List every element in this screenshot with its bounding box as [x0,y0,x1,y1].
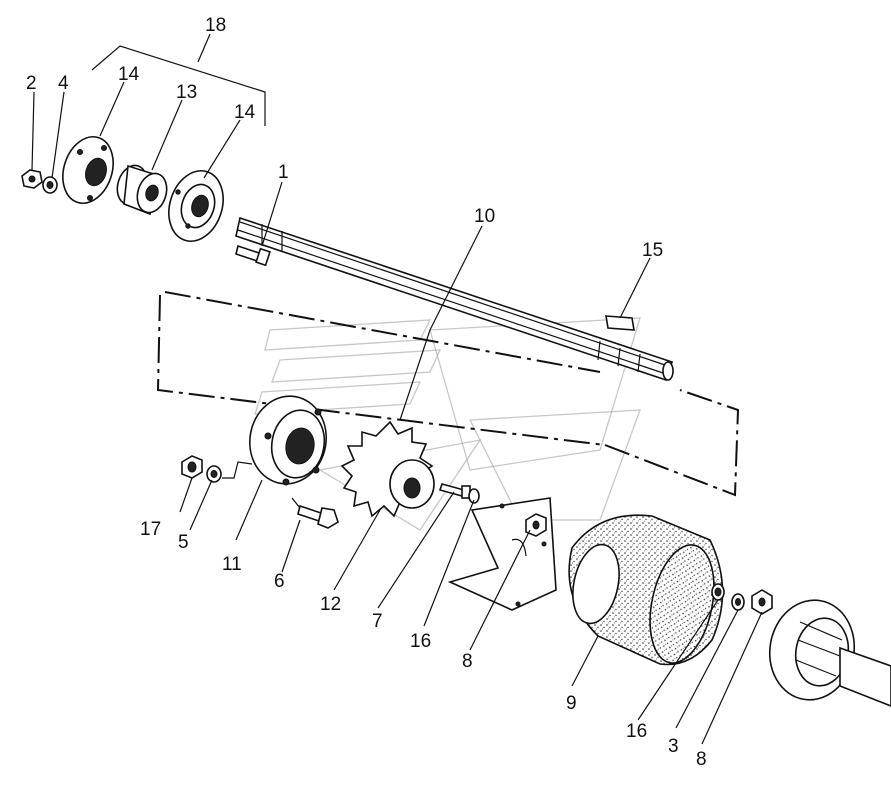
washer-part-3 [731,593,745,611]
bearing-part-13 [116,164,168,216]
assembly-line-6 [291,497,301,509]
shaft-part-10 [235,216,674,382]
kit-bracket [91,45,266,126]
callout-12: 12 [320,594,341,615]
nut-part-8b [751,589,773,615]
leader-lines [31,81,763,745]
bolt-part-1 [235,244,271,267]
screw-part-7 [438,483,471,499]
callout-7: 7 [372,611,383,632]
callout-16-washer: 16 [410,631,431,652]
callout-1: 1 [278,162,289,183]
washer-part-16a [468,488,480,504]
key-part-15 [605,315,635,331]
assembly-line-17 [222,461,253,479]
bearing-flange-part-14b [168,170,224,242]
callout-2: 2 [26,73,37,94]
callout-16-washer-second: 16 [626,721,647,742]
hub-part-11 [249,395,327,486]
nut-part-2 [21,169,43,189]
callout-14-flange: 14 [118,64,140,85]
callout-17: 17 [140,519,161,540]
callout-15: 15 [642,240,663,261]
assembly-boundary [156,294,740,497]
callout-6: 6 [274,571,285,592]
nut-part-17 [181,455,203,479]
callout-13: 13 [176,82,197,103]
callout-3: 3 [668,736,679,757]
bolt-part-6 [297,504,339,529]
washer-part-16b [711,583,725,601]
washer-part-5 [206,465,222,483]
callout-10: 10 [474,206,495,227]
callout-11: 11 [222,554,242,575]
callout-4: 4 [58,73,69,94]
drive-coupling [768,599,891,707]
assembly-boundary-top [164,291,601,373]
callout-labels: 18 2 4 14 13 14 1 10 15 17 5 11 6 12 7 1… [26,15,707,770]
callout-18: 18 [205,15,226,36]
callout-8-nut: 8 [462,651,473,672]
callout-14-flange-second: 14 [234,102,256,123]
callout-5: 5 [178,532,189,553]
drum-part-9 [568,514,724,666]
nut-part-8a [525,513,547,537]
sprocket-part-12 [340,420,435,518]
washer-part-4 [42,176,58,194]
bearing-flange-part-14a [62,136,114,204]
callout-8-nut-second: 8 [696,749,707,770]
callout-9: 9 [566,693,577,714]
